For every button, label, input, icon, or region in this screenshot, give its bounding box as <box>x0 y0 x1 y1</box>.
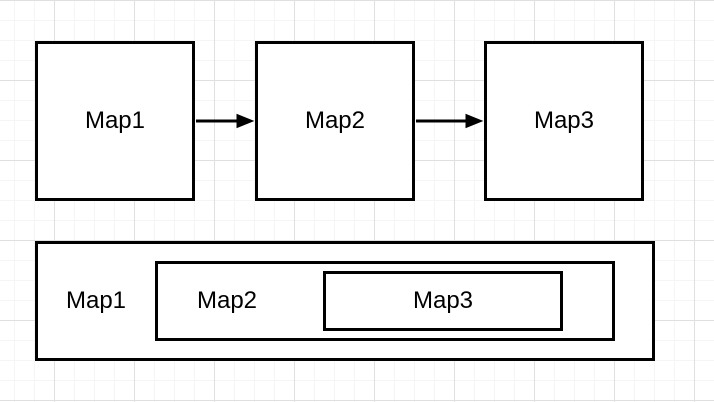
flow-node-map3[interactable]: Map3 <box>484 41 644 201</box>
flow-node-map1[interactable]: Map1 <box>35 41 195 201</box>
flow-node-label: Map3 <box>533 107 595 134</box>
nested-label: Map2 <box>196 287 258 314</box>
nested-container-map1[interactable]: Map1 Map2 Map3 <box>35 241 655 361</box>
nested-label: Map3 <box>412 287 474 314</box>
flow-node-map2[interactable]: Map2 <box>255 41 415 201</box>
flow-node-label: Map2 <box>304 107 366 134</box>
arrow-map2-to-map3[interactable] <box>416 113 484 129</box>
nested-label: Map1 <box>65 287 127 314</box>
flow-node-label: Map1 <box>84 107 146 134</box>
nested-container-map2[interactable]: Map2 Map3 <box>155 261 615 341</box>
nested-box-map3[interactable]: Map3 <box>323 271 563 331</box>
arrow-map1-to-map2[interactable] <box>196 113 255 129</box>
